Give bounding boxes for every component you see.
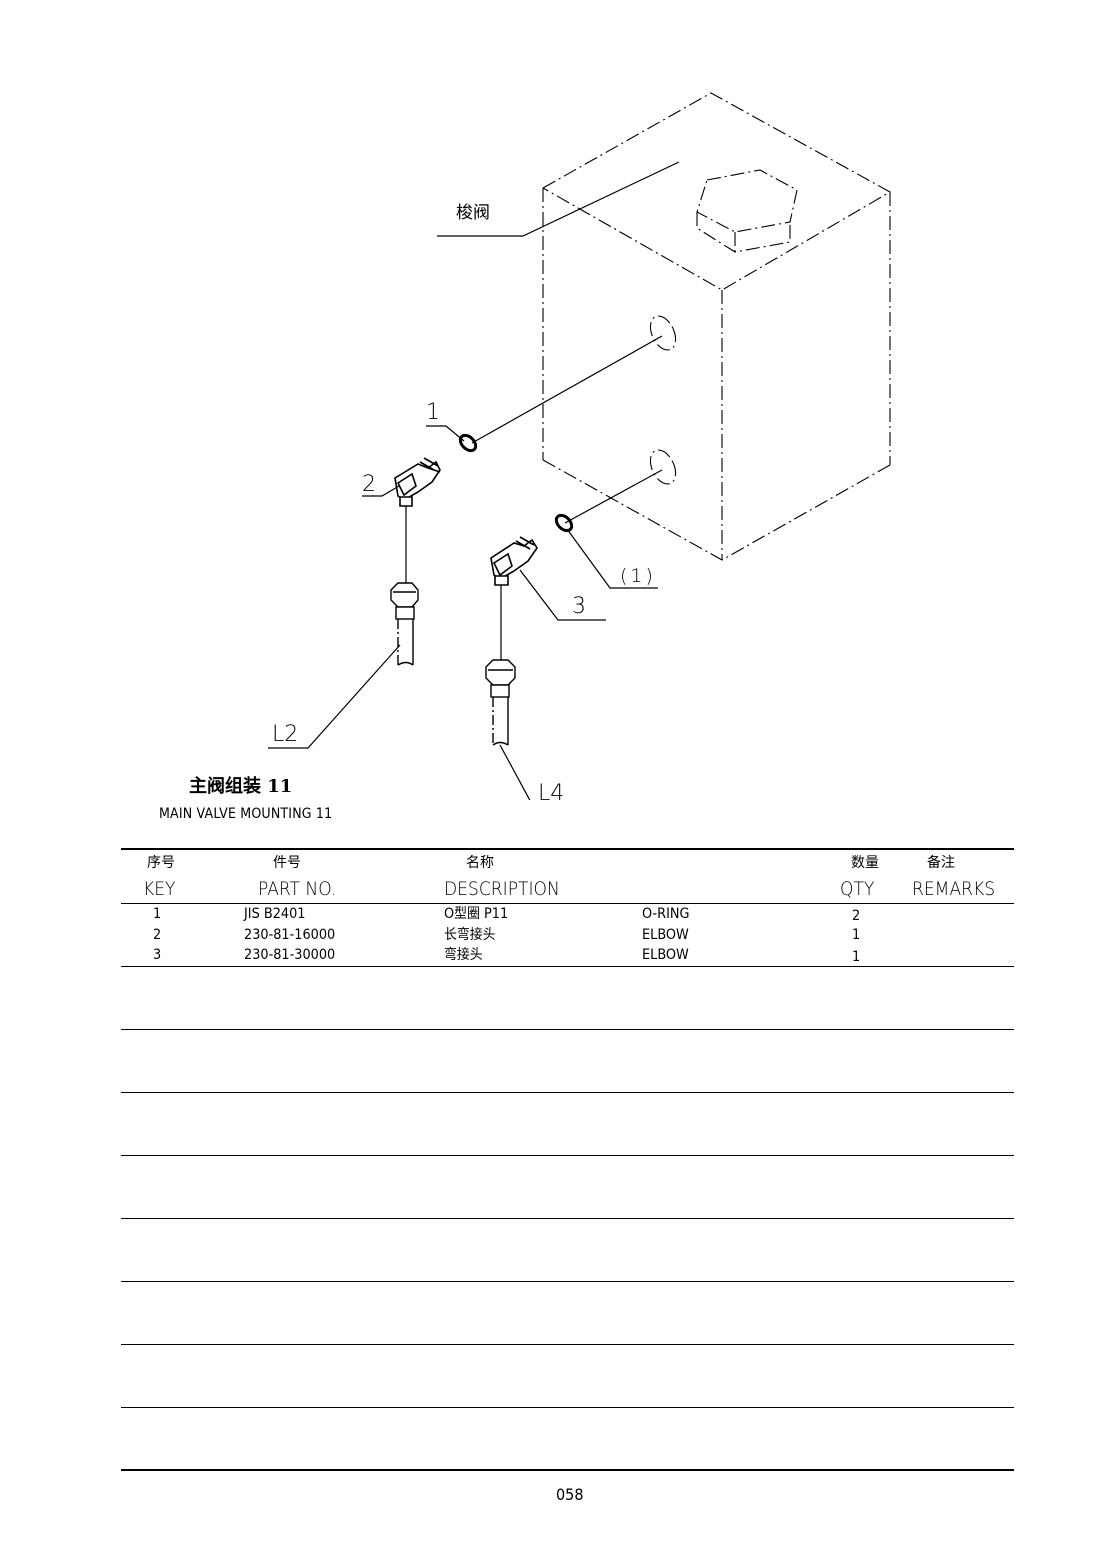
row-2-key: 2 xyxy=(153,927,162,943)
valve-label: 梭阀 xyxy=(456,203,490,223)
leader-2 xyxy=(362,485,400,497)
header-desc-cn: 名称 xyxy=(466,855,494,871)
callout-l2: L2 xyxy=(272,722,299,747)
leader-1 xyxy=(426,425,465,442)
o-ring-upper xyxy=(458,433,478,453)
leader-1b xyxy=(566,528,658,589)
row-2-qty: 1 xyxy=(852,927,861,943)
header-remarks: REMARKS xyxy=(912,878,996,900)
assembly-drawing xyxy=(268,92,892,800)
hose-fitting-l4 xyxy=(485,659,516,746)
row-3-key: 3 xyxy=(153,947,162,963)
table-rule xyxy=(121,966,1014,967)
table-top-rule xyxy=(121,848,1014,850)
table-header-rule xyxy=(121,903,1014,904)
row-2-desc-cn: 长弯接头 xyxy=(444,927,496,943)
callout-1-second: (1) xyxy=(620,565,656,587)
callout-l4: L4 xyxy=(538,781,565,806)
callout-3: 3 xyxy=(572,594,586,619)
row-1-qty: 2 xyxy=(852,908,861,924)
table-rule xyxy=(121,1092,1014,1093)
page-title-cn: 主阀组装 11 xyxy=(189,776,293,797)
row-1-part-no: JIS B2401 xyxy=(244,906,306,922)
table-rule xyxy=(121,1155,1014,1156)
header-description: DESCRIPTION xyxy=(444,878,560,900)
leader-3 xyxy=(519,569,606,621)
port-center-line-upper xyxy=(471,335,663,444)
header-part-no: PART NO. xyxy=(258,878,337,900)
shuttle-valve-body xyxy=(542,92,892,561)
page-title-en: MAIN VALVE MOUNTING 11 xyxy=(159,806,333,822)
table-bottom-rule xyxy=(121,1469,1014,1471)
port-center-line-lower xyxy=(564,469,663,524)
header-key: KEY xyxy=(143,878,176,900)
row-3-desc-cn: 弯接头 xyxy=(444,947,483,963)
header-qty-cn: 数量 xyxy=(851,855,879,871)
row-1-key: 1 xyxy=(153,906,162,922)
leader-l2 xyxy=(268,644,401,749)
row-2-part-no: 230-81-16000 xyxy=(244,927,336,943)
elbow-fitting-long xyxy=(394,457,441,507)
table-rule xyxy=(121,1281,1014,1282)
callout-2: 2 xyxy=(362,472,376,497)
header-part-cn: 件号 xyxy=(273,855,301,871)
header-remarks-cn: 备注 xyxy=(927,855,955,871)
leader-l4 xyxy=(499,744,531,800)
o-ring-lower xyxy=(554,513,574,533)
row-1-desc-cn: O型圈 P11 xyxy=(444,906,509,922)
elbow-fitting xyxy=(490,536,538,586)
header-qty: QTY xyxy=(840,878,875,900)
row-3-qty: 1 xyxy=(852,949,861,965)
table-rule xyxy=(121,1344,1014,1345)
table-rule xyxy=(121,1407,1014,1408)
row-2-desc-en: ELBOW xyxy=(642,927,689,943)
table-rule xyxy=(121,1029,1014,1030)
table-rule xyxy=(121,1218,1014,1219)
row-3-part-no: 230-81-30000 xyxy=(244,947,336,963)
valve-label-leader xyxy=(437,161,680,237)
row-3-desc-en: ELBOW xyxy=(642,947,689,963)
callout-1: 1 xyxy=(426,400,440,425)
row-1-desc-en: O-RING xyxy=(642,906,690,922)
hose-fitting-l2 xyxy=(390,582,419,666)
header-key-cn: 序号 xyxy=(147,855,175,871)
page-number: 058 xyxy=(556,1485,584,1504)
